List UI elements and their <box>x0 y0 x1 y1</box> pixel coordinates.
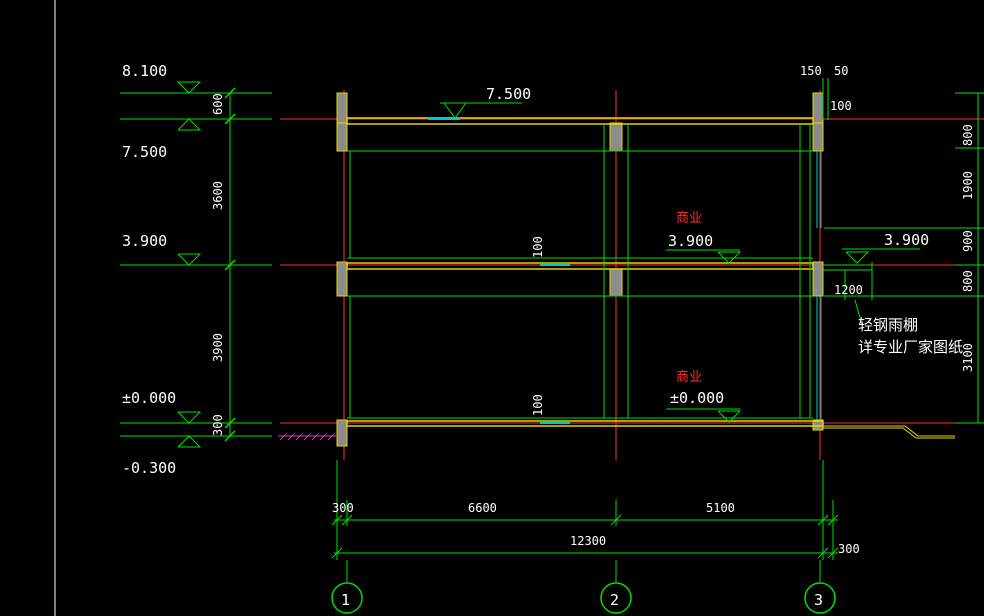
dim-bottom-5100: 5100 <box>706 501 735 515</box>
canopy-note-2: 详专业厂家图纸 <box>858 338 963 356</box>
dim-600: 600 <box>211 93 225 115</box>
entry-ramp <box>823 425 955 439</box>
axis-bubble-2 <box>600 582 632 614</box>
dim-bottom-300-left: 300 <box>332 501 354 515</box>
right-dim-chain <box>824 92 984 424</box>
dim-300: 300 <box>211 414 225 436</box>
top-dims: 150 50 100 <box>800 64 852 120</box>
right-dim-labels: 800 1900 900 800 3100 <box>961 124 975 372</box>
dim-bottom-300-right: 300 <box>838 542 860 556</box>
floor1-use-label: 商业 <box>676 370 702 385</box>
left-level-markers <box>177 81 202 448</box>
roof-level-label: 7.500 <box>486 85 531 103</box>
dim-right-800-top: 800 <box>961 124 975 146</box>
floor2-level-label: 3.900 <box>668 232 713 250</box>
canopy-labels: 3.900 1200 轻钢雨棚 详专业厂家图纸 <box>834 231 963 356</box>
axis-bubbles: 1 2 3 <box>331 560 836 614</box>
axis-grid-lines <box>343 90 821 460</box>
axis-label-2: 2 <box>610 591 619 609</box>
level-label-minus300: -0.300 <box>122 459 176 477</box>
canopy-level-label: 3.900 <box>884 231 929 249</box>
roof-level: 7.500 <box>428 85 531 120</box>
dim-right-800: 800 <box>961 270 975 292</box>
facade-glass <box>816 151 822 420</box>
level-label-3900: 3.900 <box>122 232 167 250</box>
floor1-level-label: ±0.000 <box>670 389 724 407</box>
floor1-labels: 商业 ±0.000 100 <box>531 370 742 424</box>
canopy <box>823 262 873 326</box>
axis-label-3: 3 <box>814 591 823 609</box>
bottom-dims <box>331 460 839 560</box>
level-lines <box>280 118 984 424</box>
dim-3900: 3900 <box>211 333 225 362</box>
axis-bubble-1 <box>331 582 363 614</box>
dim-50: 50 <box>834 64 848 78</box>
level-label-0000: ±0.000 <box>122 389 176 407</box>
dim-100: 100 <box>830 99 852 113</box>
floor1-slab-dim: 100 <box>531 394 545 416</box>
axis-label-1: 1 <box>341 591 350 609</box>
dim-right-1900: 1900 <box>961 171 975 200</box>
floor2-labels: 商业 3.900 100 <box>531 211 742 266</box>
axis-bubble-3 <box>804 582 836 614</box>
level-label-8100: 8.100 <box>122 62 167 80</box>
canopy-width-label: 1200 <box>834 283 863 297</box>
left-dim-labels: 600 3600 3900 300 <box>211 93 225 436</box>
interior-lines <box>347 124 813 419</box>
floor2-use-label: 商业 <box>676 211 702 226</box>
level-label-7500: 7.500 <box>122 143 167 161</box>
ground-hatch <box>278 433 336 441</box>
canopy-note-1: 轻钢雨棚 <box>858 316 918 334</box>
bottom-dim-labels: 300 6600 5100 12300 300 <box>332 501 860 556</box>
floor2-slab-dim: 100 <box>531 236 545 258</box>
dim-right-900: 900 <box>961 230 975 252</box>
dim-150: 150 <box>800 64 822 78</box>
dim-right-3100: 3100 <box>961 343 975 372</box>
left-level-labels: 8.100 7.500 3.900 ±0.000 -0.300 <box>122 62 176 477</box>
slabs <box>346 117 824 427</box>
dim-bottom-6600: 6600 <box>468 501 497 515</box>
left-dim-ticks <box>224 87 236 442</box>
dim-bottom-12300: 12300 <box>570 534 606 548</box>
dim-3600: 3600 <box>211 181 225 210</box>
